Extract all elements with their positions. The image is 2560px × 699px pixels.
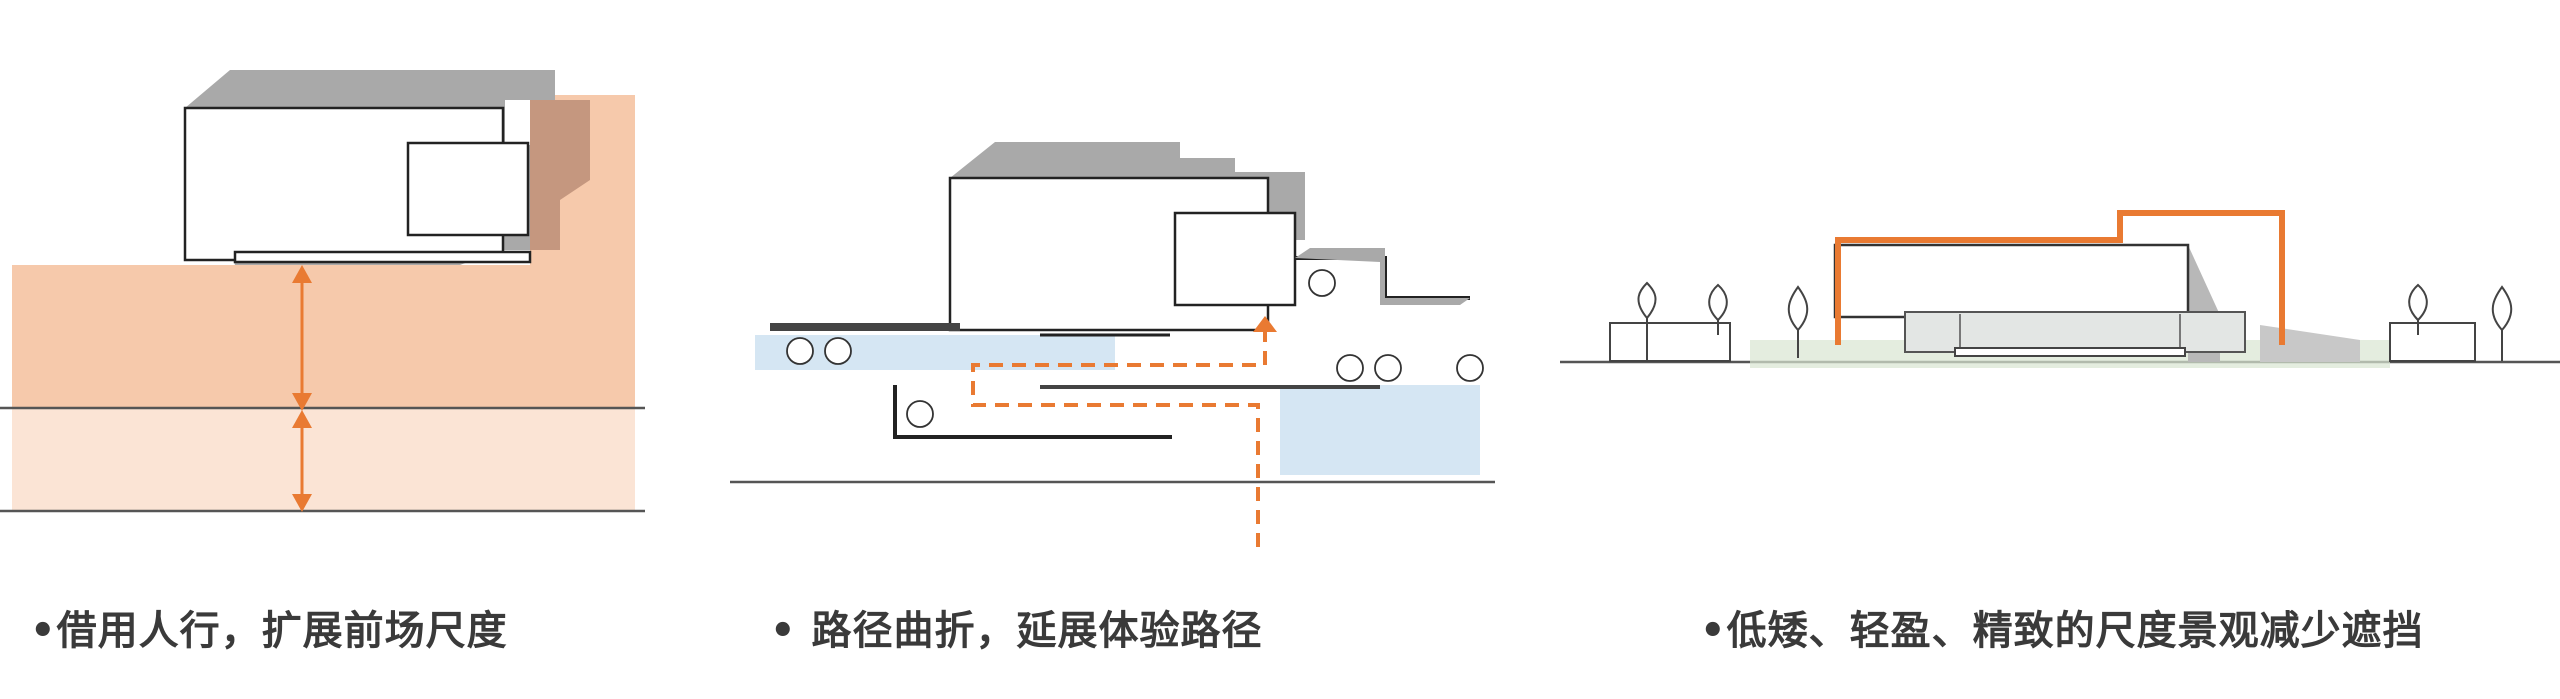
winding-path-route xyxy=(971,332,1267,547)
tree-symbol xyxy=(1708,283,1728,335)
sidewalk-zone xyxy=(12,408,635,511)
front-plaza-zone xyxy=(12,265,635,408)
upper-terrace-shadow xyxy=(1295,248,1470,305)
building-glass-base xyxy=(1904,311,2246,353)
building-upper-volume xyxy=(1833,243,2190,319)
side-pavilion-right xyxy=(2389,322,2476,362)
tree-symbol xyxy=(906,400,934,428)
tree-symbol xyxy=(2408,283,2428,335)
dimension-arrow-plaza xyxy=(292,265,312,411)
tree-symbol xyxy=(1637,281,1657,361)
side-pavilion-left xyxy=(1609,322,1731,362)
diagram-winding-path xyxy=(730,142,1495,547)
tree-symbol xyxy=(1787,285,1809,358)
dimension-arrow-sidewalk xyxy=(292,410,312,512)
building-annex-volume xyxy=(406,141,530,237)
building-shadow-side xyxy=(530,100,590,250)
caption-winding-path: • 路径曲折，延展体验路径 xyxy=(770,608,1263,654)
diagram-borrow-sidewalk xyxy=(0,70,645,513)
tree-symbol xyxy=(1308,269,1336,297)
water-zone-left xyxy=(755,335,1115,370)
tree-symbol xyxy=(1374,354,1402,382)
tree-symbol xyxy=(1456,354,1484,382)
tree-symbol xyxy=(786,337,814,365)
tree-symbol xyxy=(824,337,852,365)
lower-deck-edge xyxy=(893,385,1172,439)
caption-low-light-scale: •低矮、轻盈、精致的尺度景观减少遮挡 xyxy=(1700,608,2424,654)
canopy-shadow xyxy=(2260,325,2360,362)
building-podium xyxy=(233,250,532,264)
tree-elevations xyxy=(1637,281,2513,361)
tree-symbol xyxy=(2491,285,2513,361)
diagram-panel-borrow-sidewalk xyxy=(0,0,700,699)
path-arrow-head xyxy=(1253,316,1277,332)
tree-symbols xyxy=(786,269,1484,428)
diagram-panel-low-light xyxy=(1560,0,2560,699)
diagram-panel-winding-path xyxy=(730,0,1530,699)
building-annex-volume xyxy=(1173,211,1297,307)
building-plinth xyxy=(1954,347,2186,357)
water-zone-right xyxy=(1280,385,1480,475)
diagram-low-light-scale xyxy=(1560,210,2560,368)
tree-symbol xyxy=(1336,354,1364,382)
canopy-frame-outline xyxy=(1835,210,2285,345)
caption-borrow-sidewalk: •借用人行，扩展前场尺度 xyxy=(30,608,508,654)
